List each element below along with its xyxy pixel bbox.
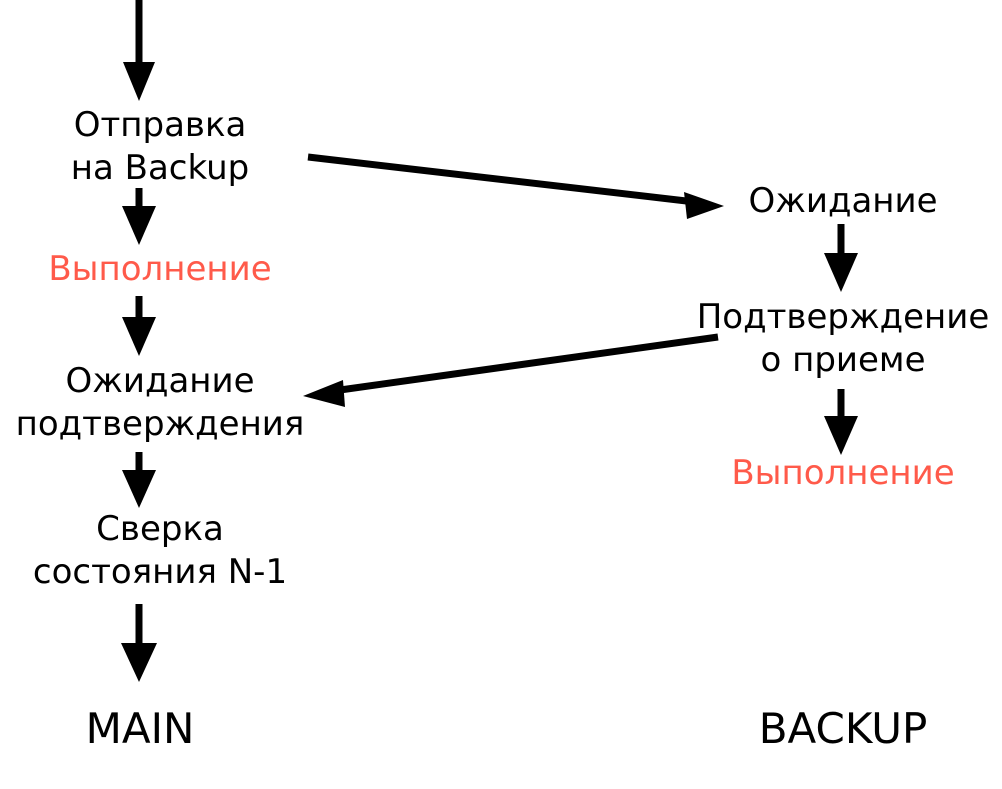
node-podtverzhdenie-o-prieme: Подтверждение о приеме — [696, 297, 990, 380]
lane-label-backup: BACKUP — [758, 704, 928, 753]
arrow-podtverzhdenie-to-ozhidanie-main — [303, 333, 719, 407]
arrow-sverka-to-main — [121, 604, 157, 682]
node-ozhidanie-backup: Ожидание — [748, 181, 938, 221]
arrow-entry-to-otpravka — [123, 0, 155, 101]
arrow-ozhidanie-backup-to-podtverzhdenie — [824, 224, 858, 292]
arrow-otpravka-to-vypolnenie — [122, 188, 156, 245]
node-vypolnenie-backup: Выполнение — [731, 453, 955, 493]
arrow-podtverzhdenie-to-vypolnenie-backup — [824, 389, 858, 455]
arrow-otpravka-to-ozhidanie-backup — [307, 153, 724, 219]
arrow-ozhidanie-to-sverka — [122, 452, 156, 508]
node-otpravka-na-backup: Отправка на Backup — [70, 105, 250, 188]
node-ozhidanie-podtverzhdeniya: Ожидание подтверждения — [15, 361, 305, 444]
arrow-vypolnenie-to-ozhidanie — [122, 296, 156, 356]
node-vypolnenie-main: Выполнение — [48, 249, 272, 289]
lane-label-main: MAIN — [85, 704, 195, 753]
node-sverka-sostoyaniya: Сверка состояния N-1 — [32, 509, 288, 592]
